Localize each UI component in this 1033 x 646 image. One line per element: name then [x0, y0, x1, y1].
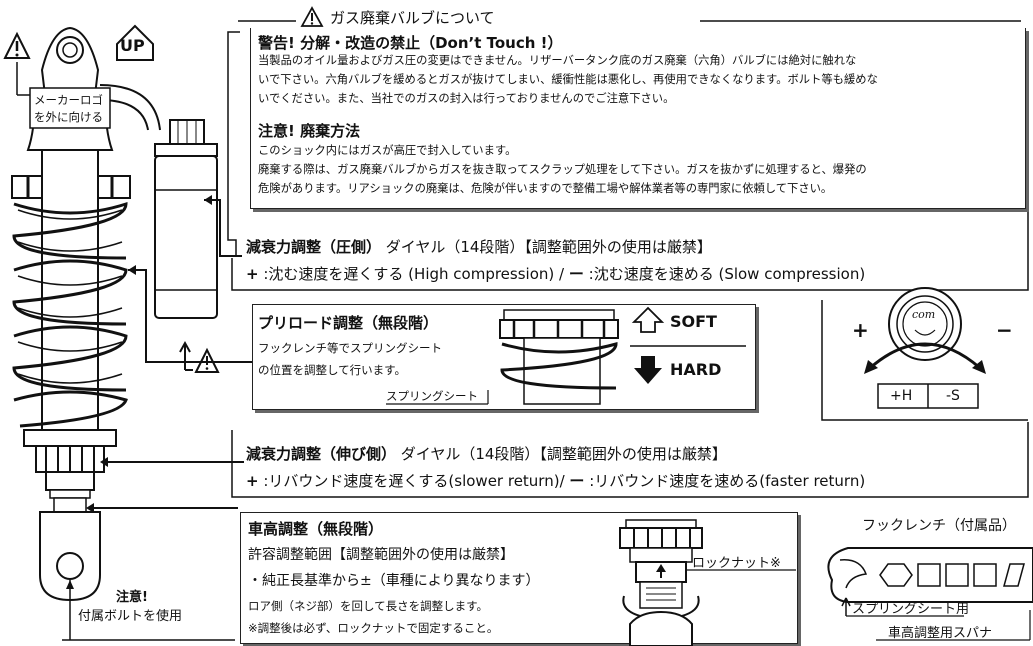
comp-title-rest: ダイヤル（14段階）【調整範囲外の使用は厳禁】 [385, 238, 712, 256]
wrench-title: フックレンチ（付属品） [862, 518, 1016, 534]
locknut-label: ロックナット※ [692, 556, 781, 571]
logo-note-line2: を外に向ける [34, 110, 103, 124]
rebound-plus-text: :リバウンド速度を遅くする(slower return)/ [263, 472, 565, 490]
soft-label: SOFT [670, 312, 717, 331]
rebound-desc-row: + :リバウンド速度を遅くする(slower return)/ ー :リバウンド… [246, 470, 865, 491]
comp-minus-text: :沈む速度を速める (Slow compression) [588, 265, 866, 283]
height-title: 車高調整（無段階） [248, 520, 384, 538]
height-box [240, 512, 798, 644]
caution-body: 付属ボルトを使用 [78, 609, 183, 624]
gas-disp-line1: このショック内にはガスが高圧で封入しています。 [258, 144, 517, 157]
preload-title: プリロード調整（無段階） [258, 314, 439, 332]
gas-warn-line3: いでください。また、当社でのガスの封入は行っておりませんのでご注意下さい。 [258, 92, 675, 105]
height-line3: ロア側（ネジ部）を回して長さを調整します。 [248, 599, 489, 613]
preload-body-line2: の位置を調整して行います。 [258, 363, 407, 377]
comp-title-bold: 減衰力調整（圧側） [246, 238, 382, 256]
height-line2: ・純正長基準から±（車種により異なります） [248, 573, 540, 589]
dial-btn-s[interactable]: -S [946, 388, 960, 404]
gas-disp-line2: 廃棄する際は、ガス廃棄バルブからガスを抜き取ってスクラップ処理をして下さい。ガス… [258, 163, 867, 176]
up-label: UP [120, 36, 145, 55]
rebound-minus: ー [569, 472, 585, 490]
spring-seat-label: スプリングシート [386, 389, 478, 403]
comp-plus: + [246, 265, 259, 283]
gas-disp-title: 注意! 廃棄方法 [258, 122, 361, 140]
comp-plus-text: :沈む速度を遅くする (High compression) / [263, 265, 565, 283]
wrench-spanner-label: 車高調整用スパナ [888, 626, 993, 641]
rebound-plus: + [246, 472, 259, 490]
comp-minus: ー [568, 265, 584, 283]
rebound-title-rest: ダイヤル（14段階）【調整範囲外の使用は厳禁】 [400, 445, 727, 463]
wrench-seat-label: スプリングシート用 [852, 602, 970, 617]
height-line1: 許容調整範囲【調整範囲外の使用は厳禁】 [248, 547, 514, 563]
height-line4: ※調整後は必ず、ロックナットで固定すること。 [248, 621, 499, 635]
preload-body-line1: フックレンチ等でスプリングシート [258, 341, 442, 355]
gas-warn-line1: 当製品のオイル量およびガス圧の変更はできません。リザーバータンク底のガス廃棄（六… [258, 54, 857, 67]
dial-plus: + [852, 318, 869, 342]
dial-btn-h[interactable]: +H [890, 388, 913, 404]
rebound-title-row: 減衰力調整（伸び側） ダイヤル（14段階）【調整範囲外の使用は厳禁】 [246, 443, 727, 464]
gas-header: ガス廃棄バルブについて [330, 9, 495, 27]
gas-box [250, 28, 1026, 209]
caution-title: 注意! [116, 590, 148, 605]
rebound-minus-text: :リバウンド速度を速める(faster return) [589, 472, 866, 490]
logo-note-line1: メーカーロゴ [34, 93, 103, 107]
gas-disp-line3: 危険があります。リアショックの廃棄は、危険が伴いますので整備工場や解体業者等の専… [258, 182, 833, 195]
comp-desc-row: + :沈む速度を遅くする (High compression) / ー :沈む速… [246, 263, 865, 284]
dial-knob-text: com [912, 308, 936, 321]
rebound-title-bold: 減衰力調整（伸び側） [246, 445, 397, 463]
gas-warn-line2: いで下さい。六角バルブを緩めるとガスが抜けてしまい、緩衝性能は悪化し、再使用でき… [258, 73, 878, 86]
comp-title-row: 減衰力調整（圧側） ダイヤル（14段階）【調整範囲外の使用は厳禁】 [246, 236, 712, 257]
gas-warn-title: 警告! 分解・改造の禁止（Don’t Touch !） [258, 34, 563, 52]
hard-label: HARD [670, 360, 722, 379]
dial-minus: − [996, 318, 1013, 342]
